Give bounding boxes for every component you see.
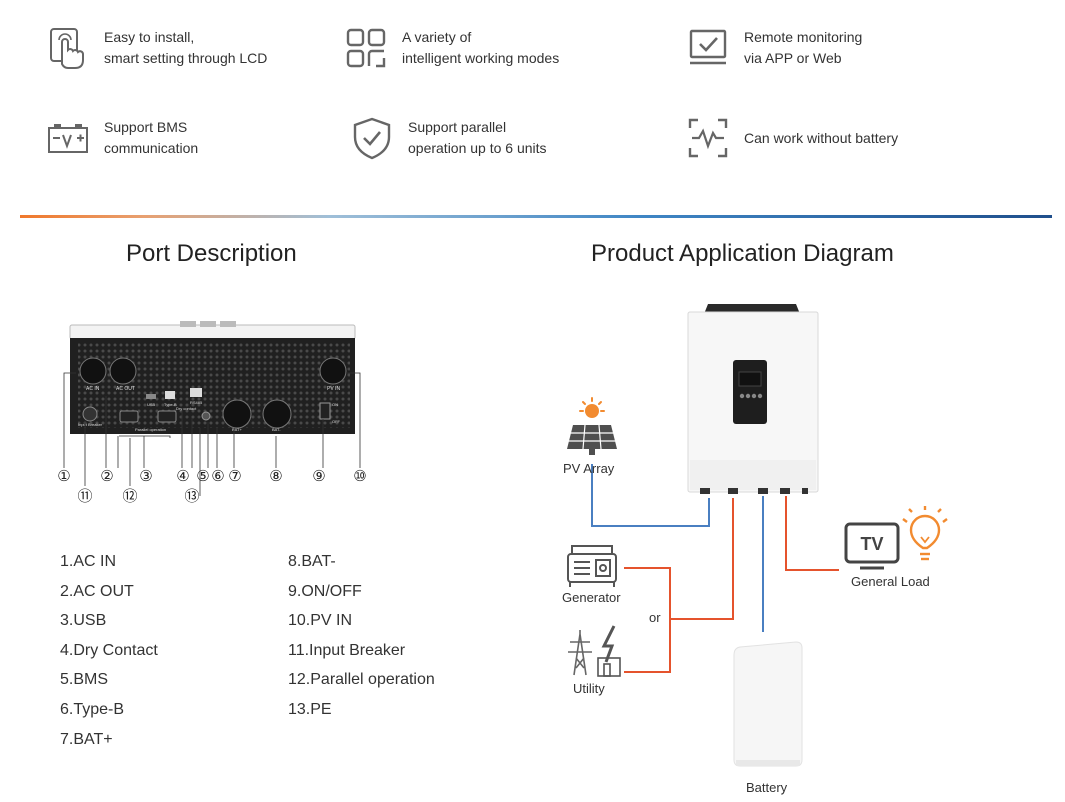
port-legend-right: 8.BAT- 9.ON/OFF 10.PV IN 11.Input Breake… [288, 547, 435, 725]
feature-parallel: Support parallel operation up to 6 units [350, 116, 547, 160]
label-general-load: General Load [851, 574, 930, 589]
feature-line: intelligent working modes [402, 50, 560, 66]
application-diagram: TV [567, 304, 948, 767]
callout-13: ⑬ [184, 487, 199, 505]
panel-label-parallel: Parallel operation [135, 427, 166, 432]
grid-modes-icon [346, 28, 386, 68]
callout-9: ⑨ [312, 467, 325, 485]
legend-item: 4.Dry Contact [60, 641, 158, 659]
feature-line: operation up to 6 units [408, 140, 547, 156]
application-diagram-title: Product Application Diagram [591, 240, 894, 267]
label-pv-array: PV Array [563, 461, 615, 476]
label-or: or [649, 610, 661, 625]
feature-line: Support BMS [104, 119, 188, 135]
battery-unit [733, 641, 803, 767]
label-utility: Utility [573, 681, 605, 696]
monitor-check-icon [689, 29, 727, 65]
shield-check-icon [353, 117, 391, 160]
feature-line: A variety of [402, 29, 472, 45]
feature-line: Support parallel [408, 119, 507, 135]
feature-line: Easy to install, [104, 29, 195, 45]
callout-3: ③ [139, 467, 152, 485]
callout-5: ⑤ [196, 467, 209, 485]
callout-4: ④ [176, 467, 189, 485]
panel-label-ac-in: AC IN [86, 386, 100, 392]
tv-icon-label: TV [860, 534, 883, 554]
label-battery: Battery [746, 780, 788, 795]
legend-item: 7.BAT+ [60, 730, 113, 748]
inverter-unit [687, 304, 819, 494]
feature-no-battery: Can work without battery [686, 116, 898, 160]
feature-remote-monitoring: Remote monitoring via APP or Web [686, 26, 862, 70]
callout-1: ① [57, 467, 70, 485]
port-description-title: Port Description [126, 240, 297, 267]
legend-item: 5.BMS [60, 671, 109, 689]
legend-item: 11.Input Breaker [288, 641, 406, 659]
callout-10: ⑩ [353, 467, 366, 485]
legend-item: 1.AC IN [60, 553, 117, 570]
panel-label-bat-plus: BAT+ [232, 427, 242, 432]
utility-tower-icon [568, 625, 621, 677]
feature-line: Remote monitoring [744, 29, 863, 45]
label-generator: Generator [562, 590, 621, 605]
panel-label-bat-minus: BAT- [272, 427, 281, 432]
callout-12: ⑫ [122, 487, 137, 505]
legend-item: 10.PV IN [288, 612, 353, 630]
feature-easy-install: Easy to install, smart setting through LC… [46, 26, 267, 70]
light-bulb-icon [902, 506, 948, 561]
panel-label-on: ON [332, 402, 338, 407]
panel-label-type-b: Type-B [164, 402, 177, 407]
section-divider [20, 215, 1052, 218]
legend-item: 2.AC OUT [60, 582, 134, 600]
legend-item: 12.Parallel operation [288, 671, 435, 689]
load-connection-line [785, 496, 839, 571]
feature-line: smart setting through LCD [104, 50, 268, 66]
panel-label-usb: USB [147, 402, 156, 407]
callout-11: ⑪ [77, 487, 92, 505]
panel-label-rs485: RS485 [190, 400, 203, 405]
feature-line: via APP or Web [744, 50, 842, 66]
feature-bms: Support BMS communication [46, 116, 198, 160]
port-legend-left: 1.AC IN 2.AC OUT 3.USB 4.Dry Contact 5.B… [60, 547, 158, 754]
tv-icon: TV [844, 522, 900, 570]
panel-label-dry-contact: Dry contact [176, 406, 197, 411]
legend-item: 3.USB [60, 612, 107, 630]
touch-hand-icon [50, 28, 84, 69]
panel-label-input-breaker: Input Breaker [78, 422, 103, 427]
waveform-icon [688, 118, 728, 158]
feature-working-modes: A variety of intelligent working modes [344, 26, 559, 70]
pv-connection-line [591, 464, 710, 527]
legend-item: 6.Type-B [60, 700, 125, 718]
legend-item: 13.PE [288, 700, 332, 718]
panel-label-pv-in: PV IN [327, 386, 340, 392]
panel-label-ac-out: AC OUT [116, 386, 135, 392]
ac-input-connection-line [670, 498, 734, 620]
legend-item: 9.ON/OFF [288, 582, 362, 600]
solar-panel-icon [567, 397, 617, 455]
callout-6: ⑥ [211, 467, 224, 485]
generator-connection-line [624, 567, 671, 673]
callout-2: ② [100, 467, 113, 485]
feature-line: Can work without battery [744, 129, 899, 146]
panel-label-off: OFF [332, 419, 341, 424]
battery-icon [48, 124, 88, 153]
legend-item: 8.BAT- [288, 553, 336, 570]
inverter-bottom-panel: AC IN AC OUT PV IN USB Type-B RS485 Dry … [57, 321, 367, 505]
feature-line: communication [104, 140, 199, 156]
callout-8: ⑧ [269, 467, 282, 485]
callout-7: ⑦ [228, 467, 241, 485]
generator-icon [567, 545, 617, 587]
